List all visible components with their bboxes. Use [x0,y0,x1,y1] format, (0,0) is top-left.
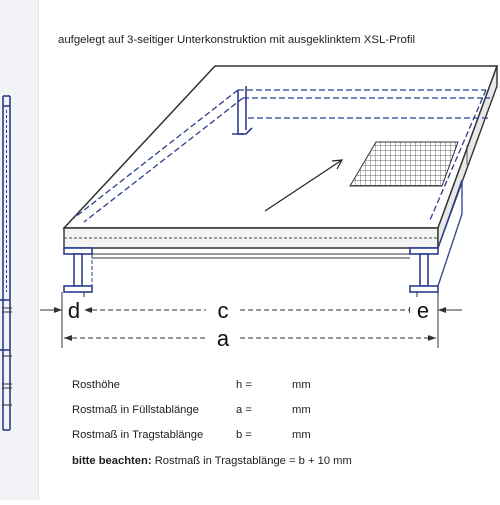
underside-line [92,253,410,259]
note-line: bitte beachten: Rostmaß in Tragstablänge… [72,455,352,467]
grating-installation-diagram: d c e a [40,65,499,351]
grating-plate [62,65,499,249]
left-i-beam [63,247,93,293]
left-side-panel [0,0,39,500]
spec-unit: mm [292,428,311,441]
note-prefix: bitte beachten: [72,455,152,467]
dimension-spec-table: Rosthöhe h = mm Rostmaß in Füllstablänge… [72,372,311,447]
dimension-label-a: a [217,326,230,351]
right-i-beam [409,179,463,293]
dimension-lines [40,292,462,348]
spec-row: Rostmaß in Füllstablänge a = mm [72,397,311,422]
spec-label: Rostmaß in Tragstablänge [72,428,204,441]
spec-symbol: b = [236,428,252,441]
grating-mesh-detail [349,141,459,187]
dimension-label-d: d [68,298,80,323]
spec-unit: mm [292,403,311,416]
note-text: Rostmaß in Tragstablänge = b + 10 mm [154,455,352,467]
spec-row: Rosthöhe h = mm [72,372,311,397]
spec-row: Rostmaß in Tragstablänge b = mm [72,422,311,447]
spec-label: Rostmaß in Füllstablänge [72,403,199,416]
diagram-caption: aufgelegt auf 3-seitiger Unterkonstrukti… [58,34,416,46]
back-support-profile [232,86,253,135]
partial-side-view [0,95,12,431]
spec-symbol: h = [236,378,252,391]
hidden-support-frame [73,89,490,223]
spec-symbol: a = [236,403,252,416]
spec-label: Rosthöhe [72,378,120,391]
bearing-bar-direction-arrow [264,159,344,212]
dimension-arrowheads [54,307,446,341]
dimension-label-c: c [218,298,229,323]
spec-unit: mm [292,378,311,391]
dimension-label-e: e [417,298,429,323]
